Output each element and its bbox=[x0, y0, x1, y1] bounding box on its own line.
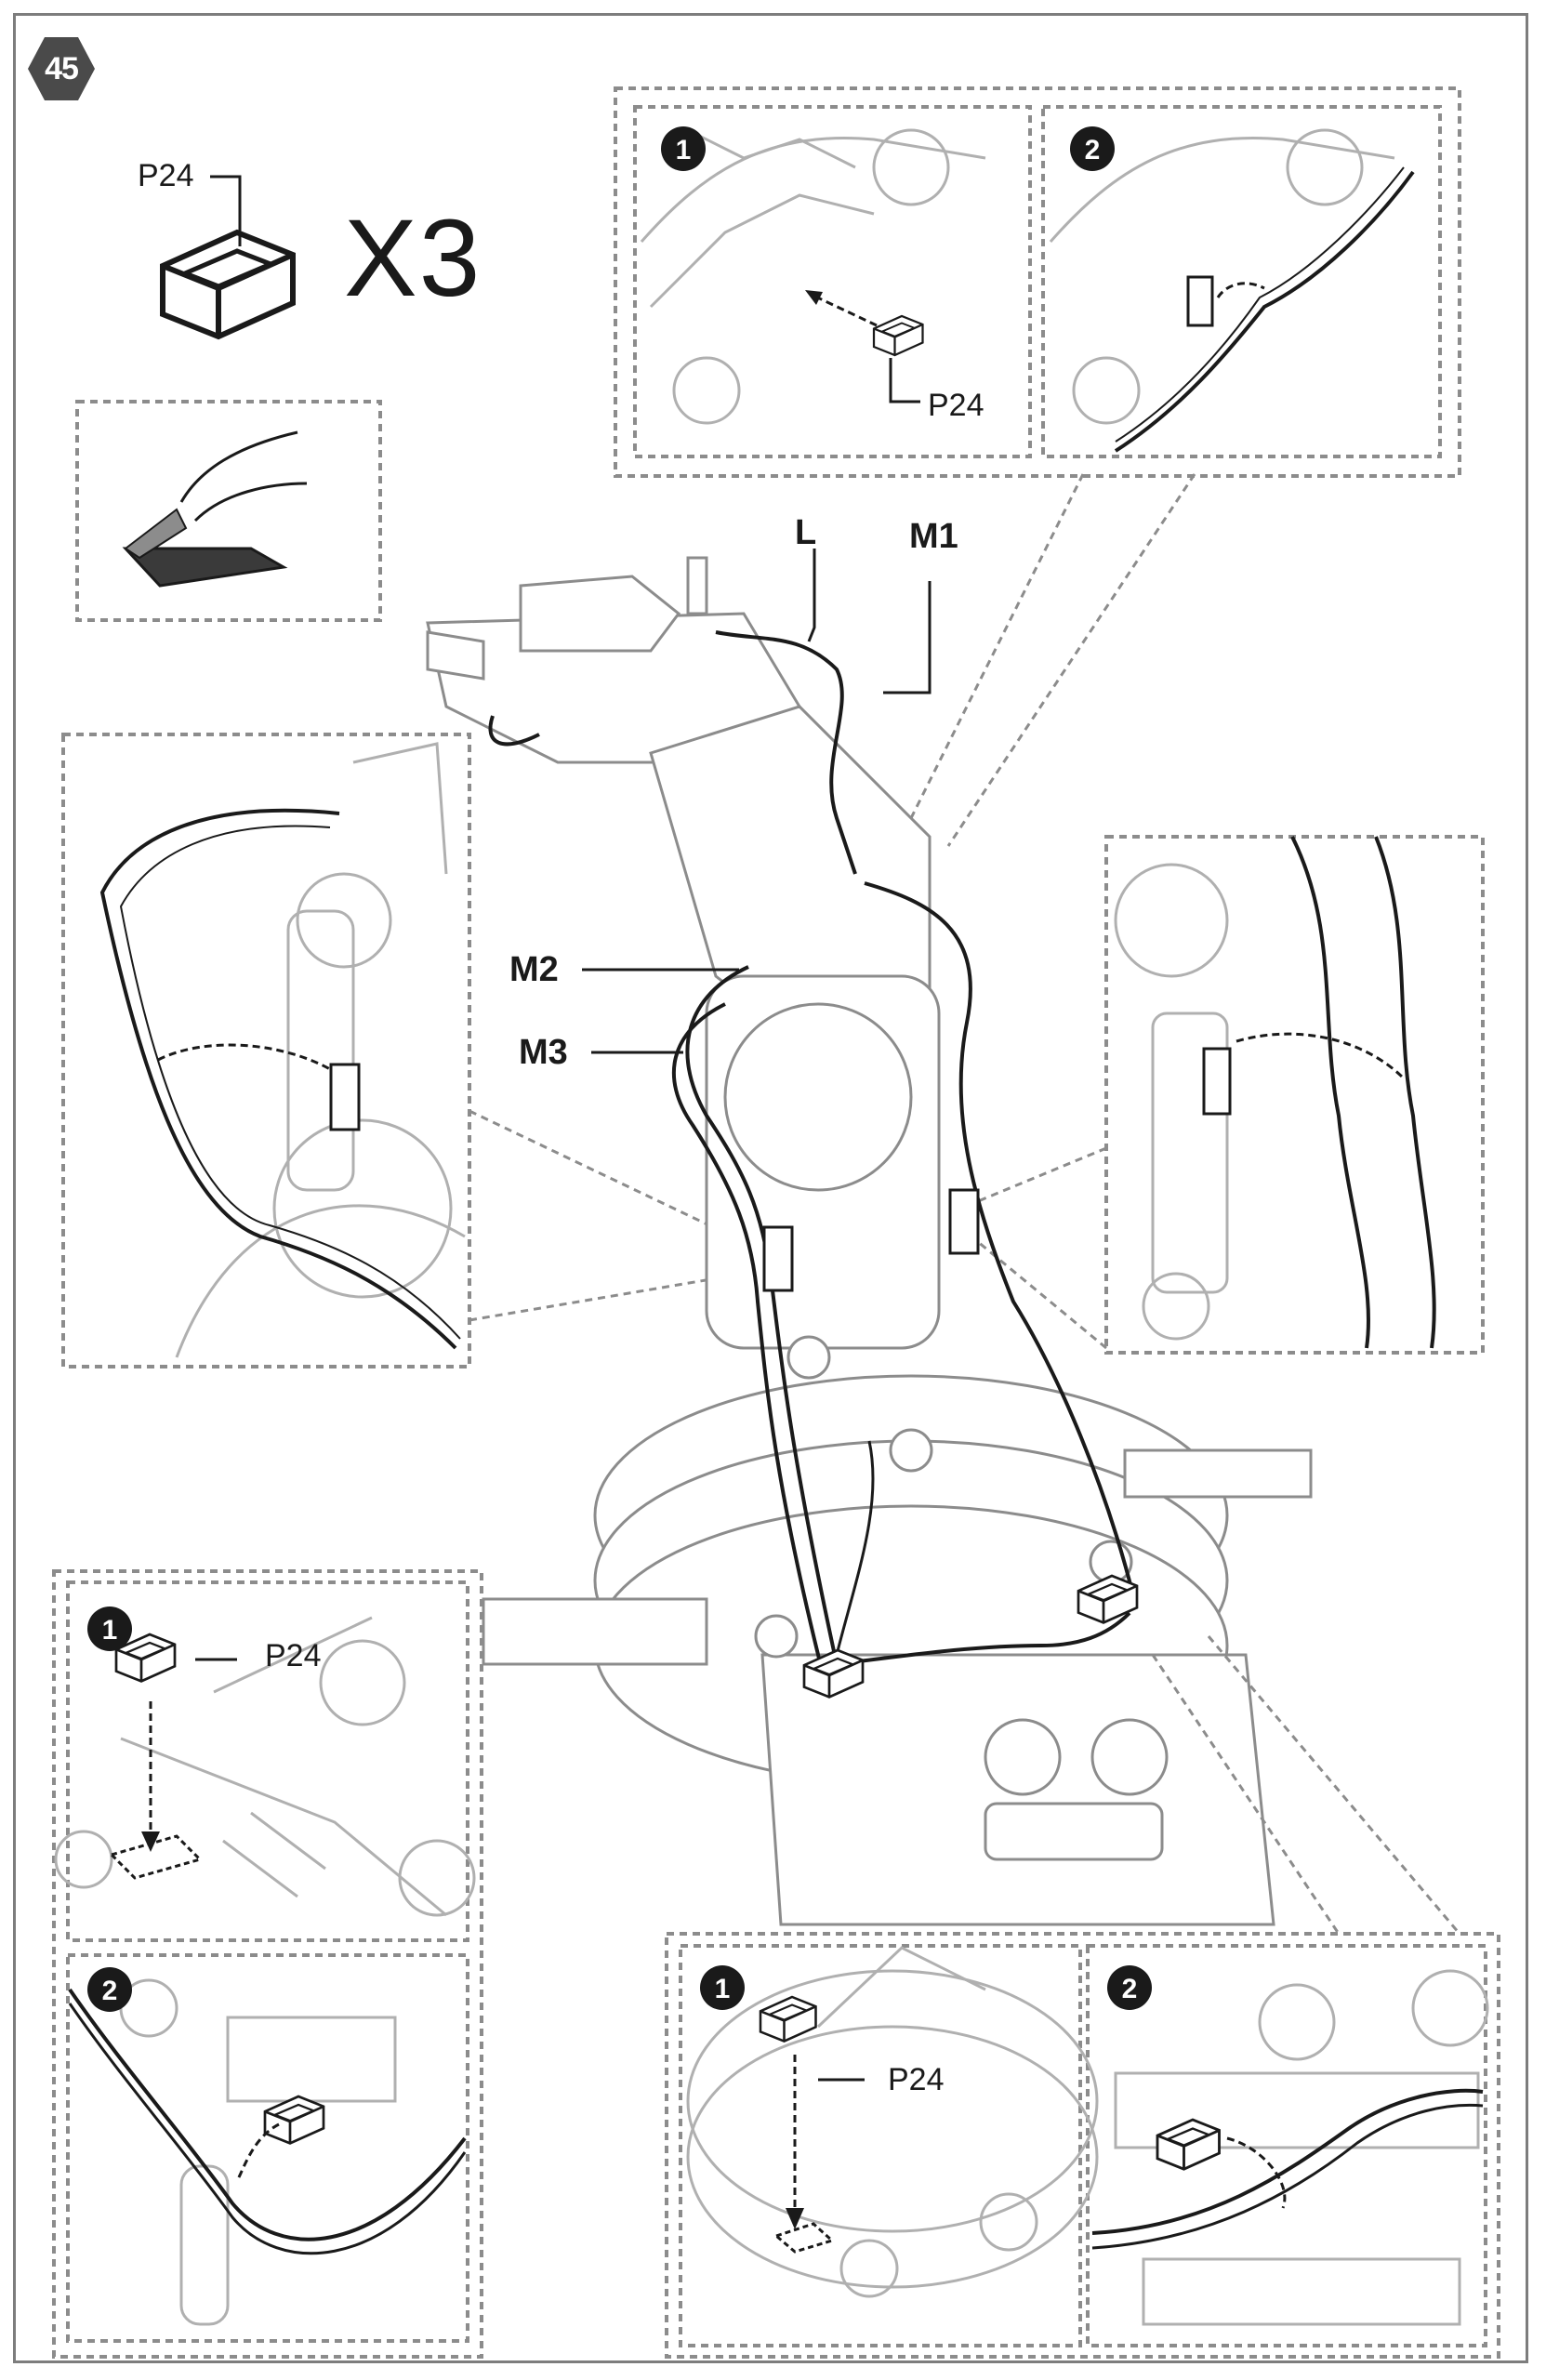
bottom-left-detail-panel bbox=[52, 1569, 483, 2359]
peel-tape-panel bbox=[75, 400, 382, 622]
wire-label-m2: M2 bbox=[509, 950, 559, 989]
wire-label-m3: M3 bbox=[519, 1033, 568, 1072]
p24-clip-icon bbox=[163, 232, 293, 337]
bottom-left-step1-illustration bbox=[54, 1616, 476, 1917]
page-frame bbox=[13, 13, 1528, 2363]
step-marker-label: 2 bbox=[1122, 1974, 1138, 2004]
peel-tape-illustration bbox=[122, 430, 308, 588]
wire-label-m1: M1 bbox=[909, 517, 958, 556]
right-panel-illustration bbox=[1114, 863, 1229, 1341]
right-detail-panel bbox=[1104, 835, 1485, 1355]
step-marker bbox=[700, 1965, 745, 2010]
robot-wires bbox=[488, 630, 1136, 1674]
p24-clip-icon bbox=[759, 1995, 817, 2043]
part-label-p24: P24 bbox=[265, 1638, 322, 1673]
left-detail-panel bbox=[61, 733, 471, 1368]
step-marker-label: 1 bbox=[715, 1974, 731, 2004]
p24-clip-mounted bbox=[263, 2095, 325, 2145]
step-marker bbox=[661, 126, 706, 171]
step-marker bbox=[1070, 126, 1115, 171]
upper-step2-illustration bbox=[1049, 128, 1395, 425]
upper-detail-panel bbox=[614, 86, 1461, 478]
p24-clip-mounted bbox=[1156, 2118, 1221, 2171]
step-marker bbox=[87, 1967, 132, 2012]
part-label-p24: P24 bbox=[138, 158, 194, 193]
step-marker-label: 2 bbox=[1085, 135, 1101, 165]
robot-arm-illustration bbox=[426, 612, 1313, 1926]
robot-clip-left bbox=[762, 1225, 794, 1292]
robot-clip-right bbox=[948, 1188, 980, 1255]
part-quantity: X3 bbox=[344, 197, 482, 320]
bottom-right-detail-panel bbox=[665, 1932, 1500, 2359]
step-number: 45 bbox=[45, 50, 79, 86]
bottom-right-step1-illustration bbox=[686, 1946, 1099, 2298]
bottom-right-step2-illustration bbox=[1114, 1969, 1489, 2326]
upper-step1-illustration bbox=[640, 128, 986, 425]
left-panel-illustration bbox=[175, 742, 466, 1358]
step-marker-label: 1 bbox=[676, 135, 692, 165]
step-marker bbox=[1107, 1965, 1152, 2010]
step-badge bbox=[28, 37, 95, 100]
step-marker-label: 1 bbox=[102, 1615, 118, 1646]
step-marker bbox=[87, 1606, 132, 1651]
step-marker-label: 2 bbox=[102, 1976, 118, 2006]
p24-clip-icon bbox=[872, 314, 924, 357]
robot-arm-gripper bbox=[426, 556, 708, 681]
part-label-p24: P24 bbox=[928, 388, 984, 423]
bottom-left-step2-illustration bbox=[119, 1978, 397, 2326]
wire-label-l: L bbox=[795, 513, 817, 552]
part-label-p24: P24 bbox=[888, 2062, 945, 2097]
